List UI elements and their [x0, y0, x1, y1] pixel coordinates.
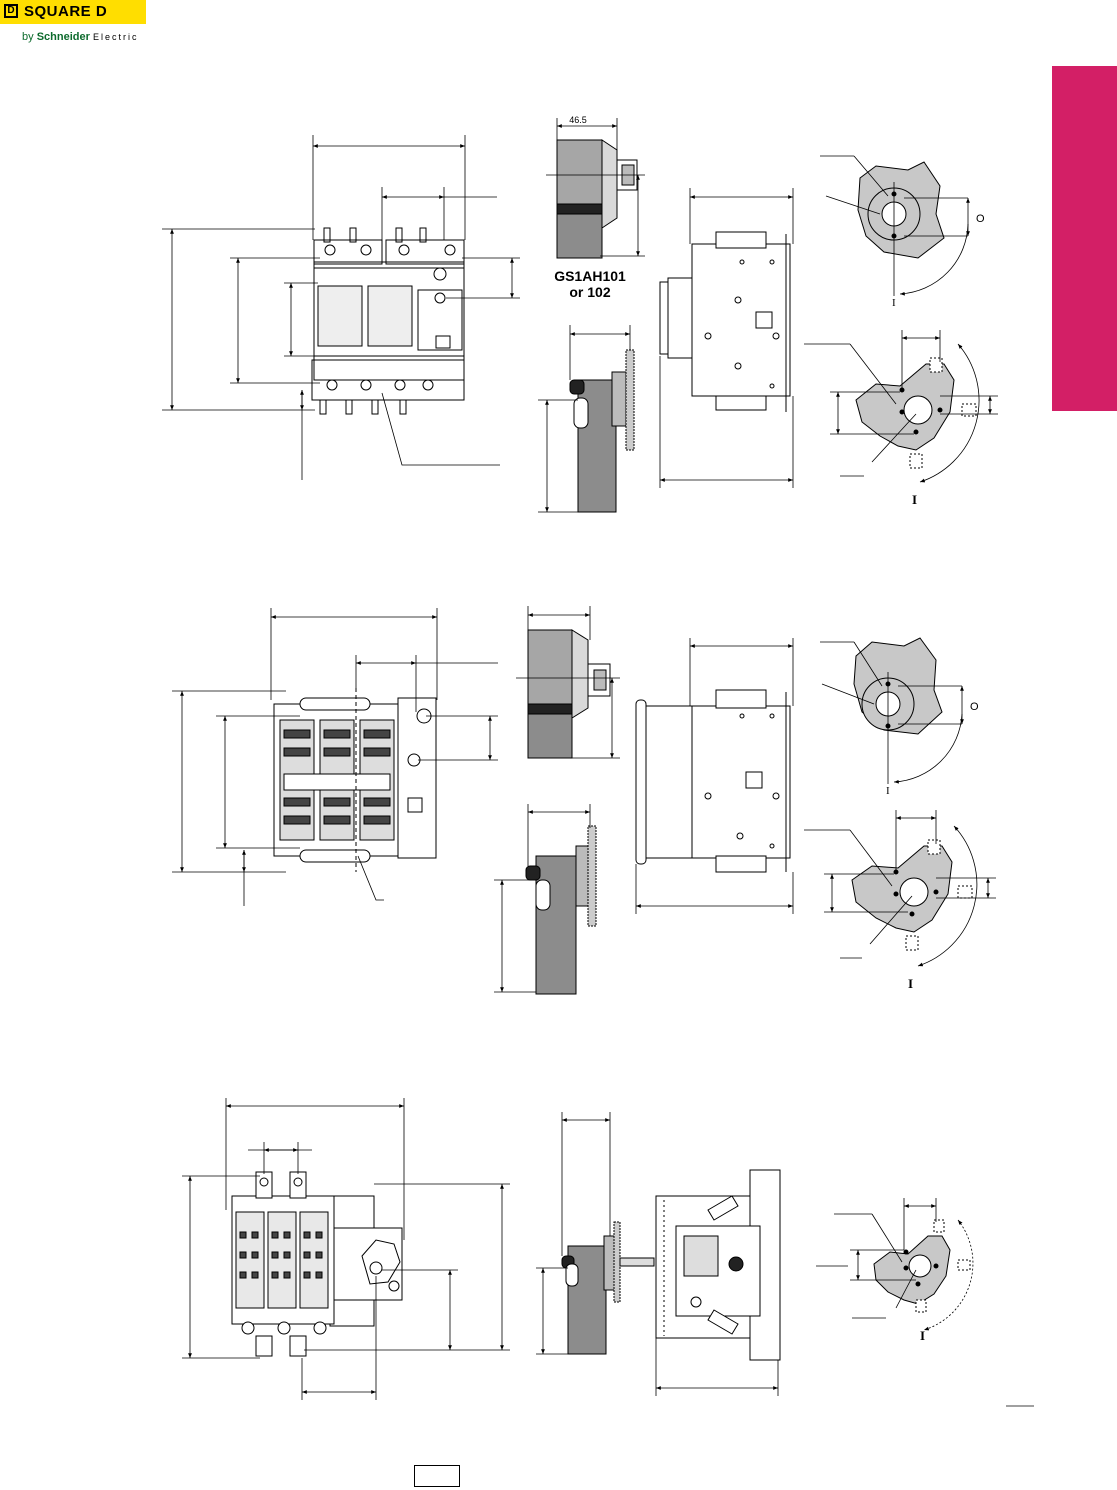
- brand-logo: D SQUARE D: [0, 0, 146, 24]
- brand-byline: by Schneider Electric: [22, 31, 139, 43]
- knob-drilling-template-1: O I: [820, 155, 985, 309]
- svg-text:O: O: [970, 701, 979, 713]
- svg-text:I: I: [886, 785, 890, 797]
- switch-side-dimensions-3: [655, 1338, 779, 1396]
- knob-depth-dimension-label: 46.5: [569, 115, 587, 125]
- handle-drilling-template-1: I: [804, 330, 998, 507]
- svg-text:O: O: [976, 213, 985, 225]
- switch-front-view-1: [311, 227, 465, 415]
- knob-side-view-1: [556, 139, 638, 259]
- handle-side-view-3: [561, 1221, 655, 1355]
- switch-front-dimensions-2: [172, 608, 498, 906]
- figure1-caption-line2: or 102: [569, 284, 611, 300]
- section-tab: [1052, 66, 1117, 411]
- svg-text:I: I: [920, 1328, 925, 1343]
- knob-side-dimensions-1: [546, 118, 645, 257]
- handle-drilling-template-2: I: [804, 810, 996, 991]
- switch-side-view-2: [635, 689, 791, 873]
- handle-side-dimensions-2: [494, 804, 591, 993]
- brand-name: SQUARE D: [24, 3, 108, 20]
- knob-drilling-template-2: O I: [820, 637, 979, 797]
- switch-side-view-1: [659, 231, 791, 412]
- handle-side-view-1: [569, 349, 635, 513]
- handle-side-dimensions-1: [538, 325, 631, 513]
- handle-drilling-template-3: I: [816, 1198, 974, 1343]
- knob-side-view-2: [527, 629, 611, 759]
- switch-front-view-3: [231, 1171, 403, 1357]
- svg-text:I: I: [892, 297, 896, 309]
- square-d-mark-icon: D: [4, 4, 18, 18]
- switch-side-dimensions-1: [659, 188, 794, 488]
- switch-front-view-2: [273, 688, 437, 872]
- svg-text:I: I: [908, 976, 913, 991]
- figure1-caption-line1: GS1AH101: [554, 268, 626, 284]
- svg-text:I: I: [912, 492, 917, 507]
- switch-front-dimensions-1: [162, 135, 520, 480]
- handle-side-dimensions-3: [536, 1112, 611, 1355]
- switch-front-dimensions-3: [182, 1098, 510, 1400]
- figure1-caption: GS1AH101 or 102: [545, 268, 635, 300]
- switch-side-view-3: [655, 1169, 781, 1361]
- switch-side-dimensions-2: [635, 638, 794, 914]
- page-number-box: [414, 1465, 460, 1487]
- handle-side-view-2: [525, 825, 597, 995]
- knob-side-dimensions-2: [516, 606, 620, 759]
